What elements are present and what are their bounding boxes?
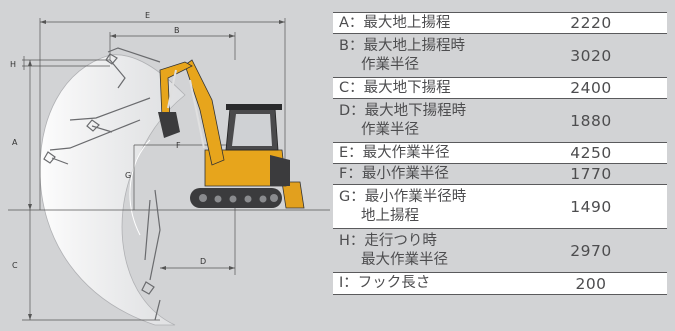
spec-value: 1490: [515, 184, 667, 229]
ghost-arm-positions: [43, 47, 161, 321]
spec-value: 2970: [515, 228, 667, 273]
bucket: [158, 112, 180, 138]
spec-label: C：最大地下揚程: [339, 79, 451, 96]
dim-letter-a: A: [12, 138, 18, 147]
boom: [184, 59, 225, 166]
cab-window: [232, 114, 272, 146]
spec-label-line2: 作業半径: [361, 56, 419, 73]
dim-letter-f: F: [176, 141, 181, 150]
spec-label: E：最大作業半径: [339, 144, 450, 161]
dim-letter-b: B: [174, 26, 180, 35]
hydraulic-cylinder: [189, 79, 205, 149]
spec-value: 1770: [515, 163, 667, 185]
spec-row-a: A：最大地上揚程 2220: [333, 12, 667, 34]
counterweight: [270, 155, 290, 186]
spec-label: D：最大地下揚程時: [339, 102, 467, 119]
spec-label-line2: 地上揚程: [361, 207, 419, 224]
spec-value: 1880: [515, 98, 667, 143]
dim-letter-g: G: [125, 171, 131, 180]
spec-label: A：最大地上揚程: [339, 14, 451, 31]
working-range-envelope: [39, 54, 186, 326]
spec-row-f: F：最小作業半径 1770: [333, 163, 667, 185]
inner-range-arc: [129, 139, 151, 236]
spec-row-b: B：最大地上揚程時 作業半径 3020: [333, 33, 667, 78]
spec-label: I：フック長さ: [339, 275, 431, 291]
spec-row-c: C：最大地下揚程 2400: [333, 77, 667, 99]
dimension-lines: [8, 18, 330, 321]
spec-table: A：最大地上揚程 2220 B：最大地上揚程時 作業半径 3020 C：最大地下…: [333, 12, 667, 295]
spec-row-i: I：フック長さ 200: [333, 272, 667, 295]
spec-value: 2220: [515, 12, 667, 34]
dozer-blade: [281, 181, 305, 209]
spec-value: 200: [515, 272, 667, 295]
cab-roof: [226, 104, 282, 110]
dimension-arrowheads: [28, 20, 285, 320]
spec-value: 4250: [515, 142, 667, 164]
dim-letter-d: D: [200, 257, 206, 266]
spec-label: B：最大地上揚程時: [339, 37, 465, 54]
spec-label: F：最小作業半径: [339, 165, 449, 182]
spec-value: 3020: [515, 33, 667, 78]
excavator-working-range-diagram: E B H A F G C D: [8, 11, 330, 326]
excavator-illustration: [158, 59, 305, 209]
track-rollers: [199, 194, 278, 203]
spec-label-line2: 作業半径: [361, 121, 419, 138]
arm-cylinder: [167, 69, 177, 109]
dim-letter-h: H: [10, 60, 16, 69]
spec-value: 2400: [515, 77, 667, 99]
dim-letter-e: E: [145, 11, 150, 20]
spec-label: H：走行つり時: [339, 232, 437, 249]
spec-label: G：最小作業半径時: [339, 188, 467, 205]
spec-row-g: G：最小作業半径時 地上揚程 1490: [333, 184, 667, 229]
dim-letter-c: C: [12, 261, 18, 270]
spec-label-line2: 最大作業半径: [361, 251, 448, 268]
spec-row-e: E：最大作業半径 4250: [333, 142, 667, 164]
spec-row-d: D：最大地下揚程時 作業半径 1880: [333, 98, 667, 143]
spec-row-h: H：走行つり時 最大作業半径 2970: [333, 228, 667, 273]
